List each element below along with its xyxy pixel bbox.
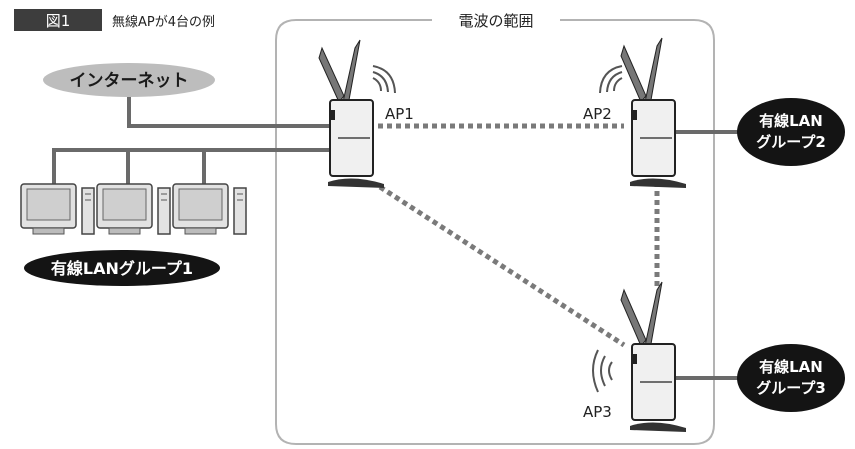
ap2-wifi-waves-icon: [600, 66, 622, 93]
ap1-label: AP1: [385, 105, 414, 123]
pc-1-icon: [21, 184, 94, 234]
wireless-links: [378, 126, 657, 345]
group-2-label-line2: グループ2: [756, 133, 826, 151]
ap2-label: AP2: [583, 105, 612, 123]
internet-label: インターネット: [70, 71, 189, 91]
radio-range-label: 電波の範囲: [458, 12, 533, 30]
group-2-ellipse: [737, 98, 845, 166]
ap1-wifi-waves-icon: [373, 66, 395, 93]
pc-2-icon: [97, 184, 170, 234]
figure-number: 図1: [46, 12, 71, 30]
group-3-label-line2: グループ3: [756, 379, 826, 397]
ap3-wifi-waves-icon: [593, 350, 612, 392]
pc-bus-wire: [54, 150, 332, 186]
group-2-label-line1: 有線LAN: [759, 112, 823, 130]
ap1-router-icon: [319, 40, 384, 188]
pc-3-icon: [173, 184, 246, 234]
figure-caption: 無線APが4台の例: [112, 14, 215, 30]
internet-wire: [129, 92, 332, 126]
ap3-router-icon: [621, 282, 686, 432]
wireless-link-ap1-ap3: [380, 187, 624, 345]
group-3-label-line1: 有線LAN: [759, 358, 823, 376]
ap3-label: AP3: [583, 403, 612, 421]
ap2-router-icon: [621, 38, 686, 188]
group-1-label: 有線LANグループ1: [51, 259, 193, 278]
group-3-ellipse: [737, 344, 845, 412]
